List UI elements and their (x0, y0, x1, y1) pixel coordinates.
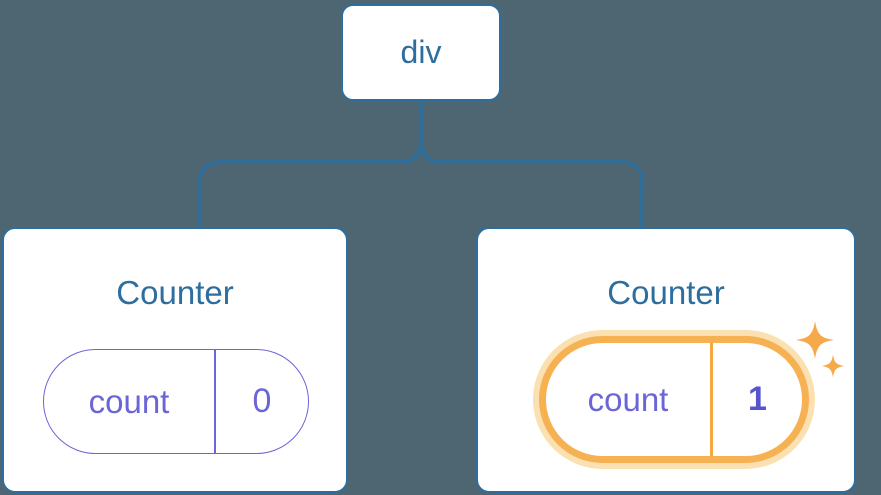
sparkles-icon (796, 321, 845, 378)
state-pill-highlighted: count 1 (539, 336, 809, 463)
pill-divider (710, 343, 713, 456)
component-card-counter-right: Counter count 1 (476, 227, 856, 493)
root-node-div: div (341, 4, 501, 101)
component-card-counter-left: Counter count 0 (2, 227, 348, 493)
state-label: count (88, 382, 170, 420)
state-pill: count 0 (43, 349, 309, 454)
state-value: 0 (252, 382, 272, 420)
pill-divider (214, 350, 216, 453)
state-value: 1 (748, 380, 767, 418)
component-title: Counter (116, 274, 234, 311)
state-label: count (587, 380, 669, 418)
root-node-label: div (400, 34, 442, 70)
component-title: Counter (607, 274, 725, 311)
